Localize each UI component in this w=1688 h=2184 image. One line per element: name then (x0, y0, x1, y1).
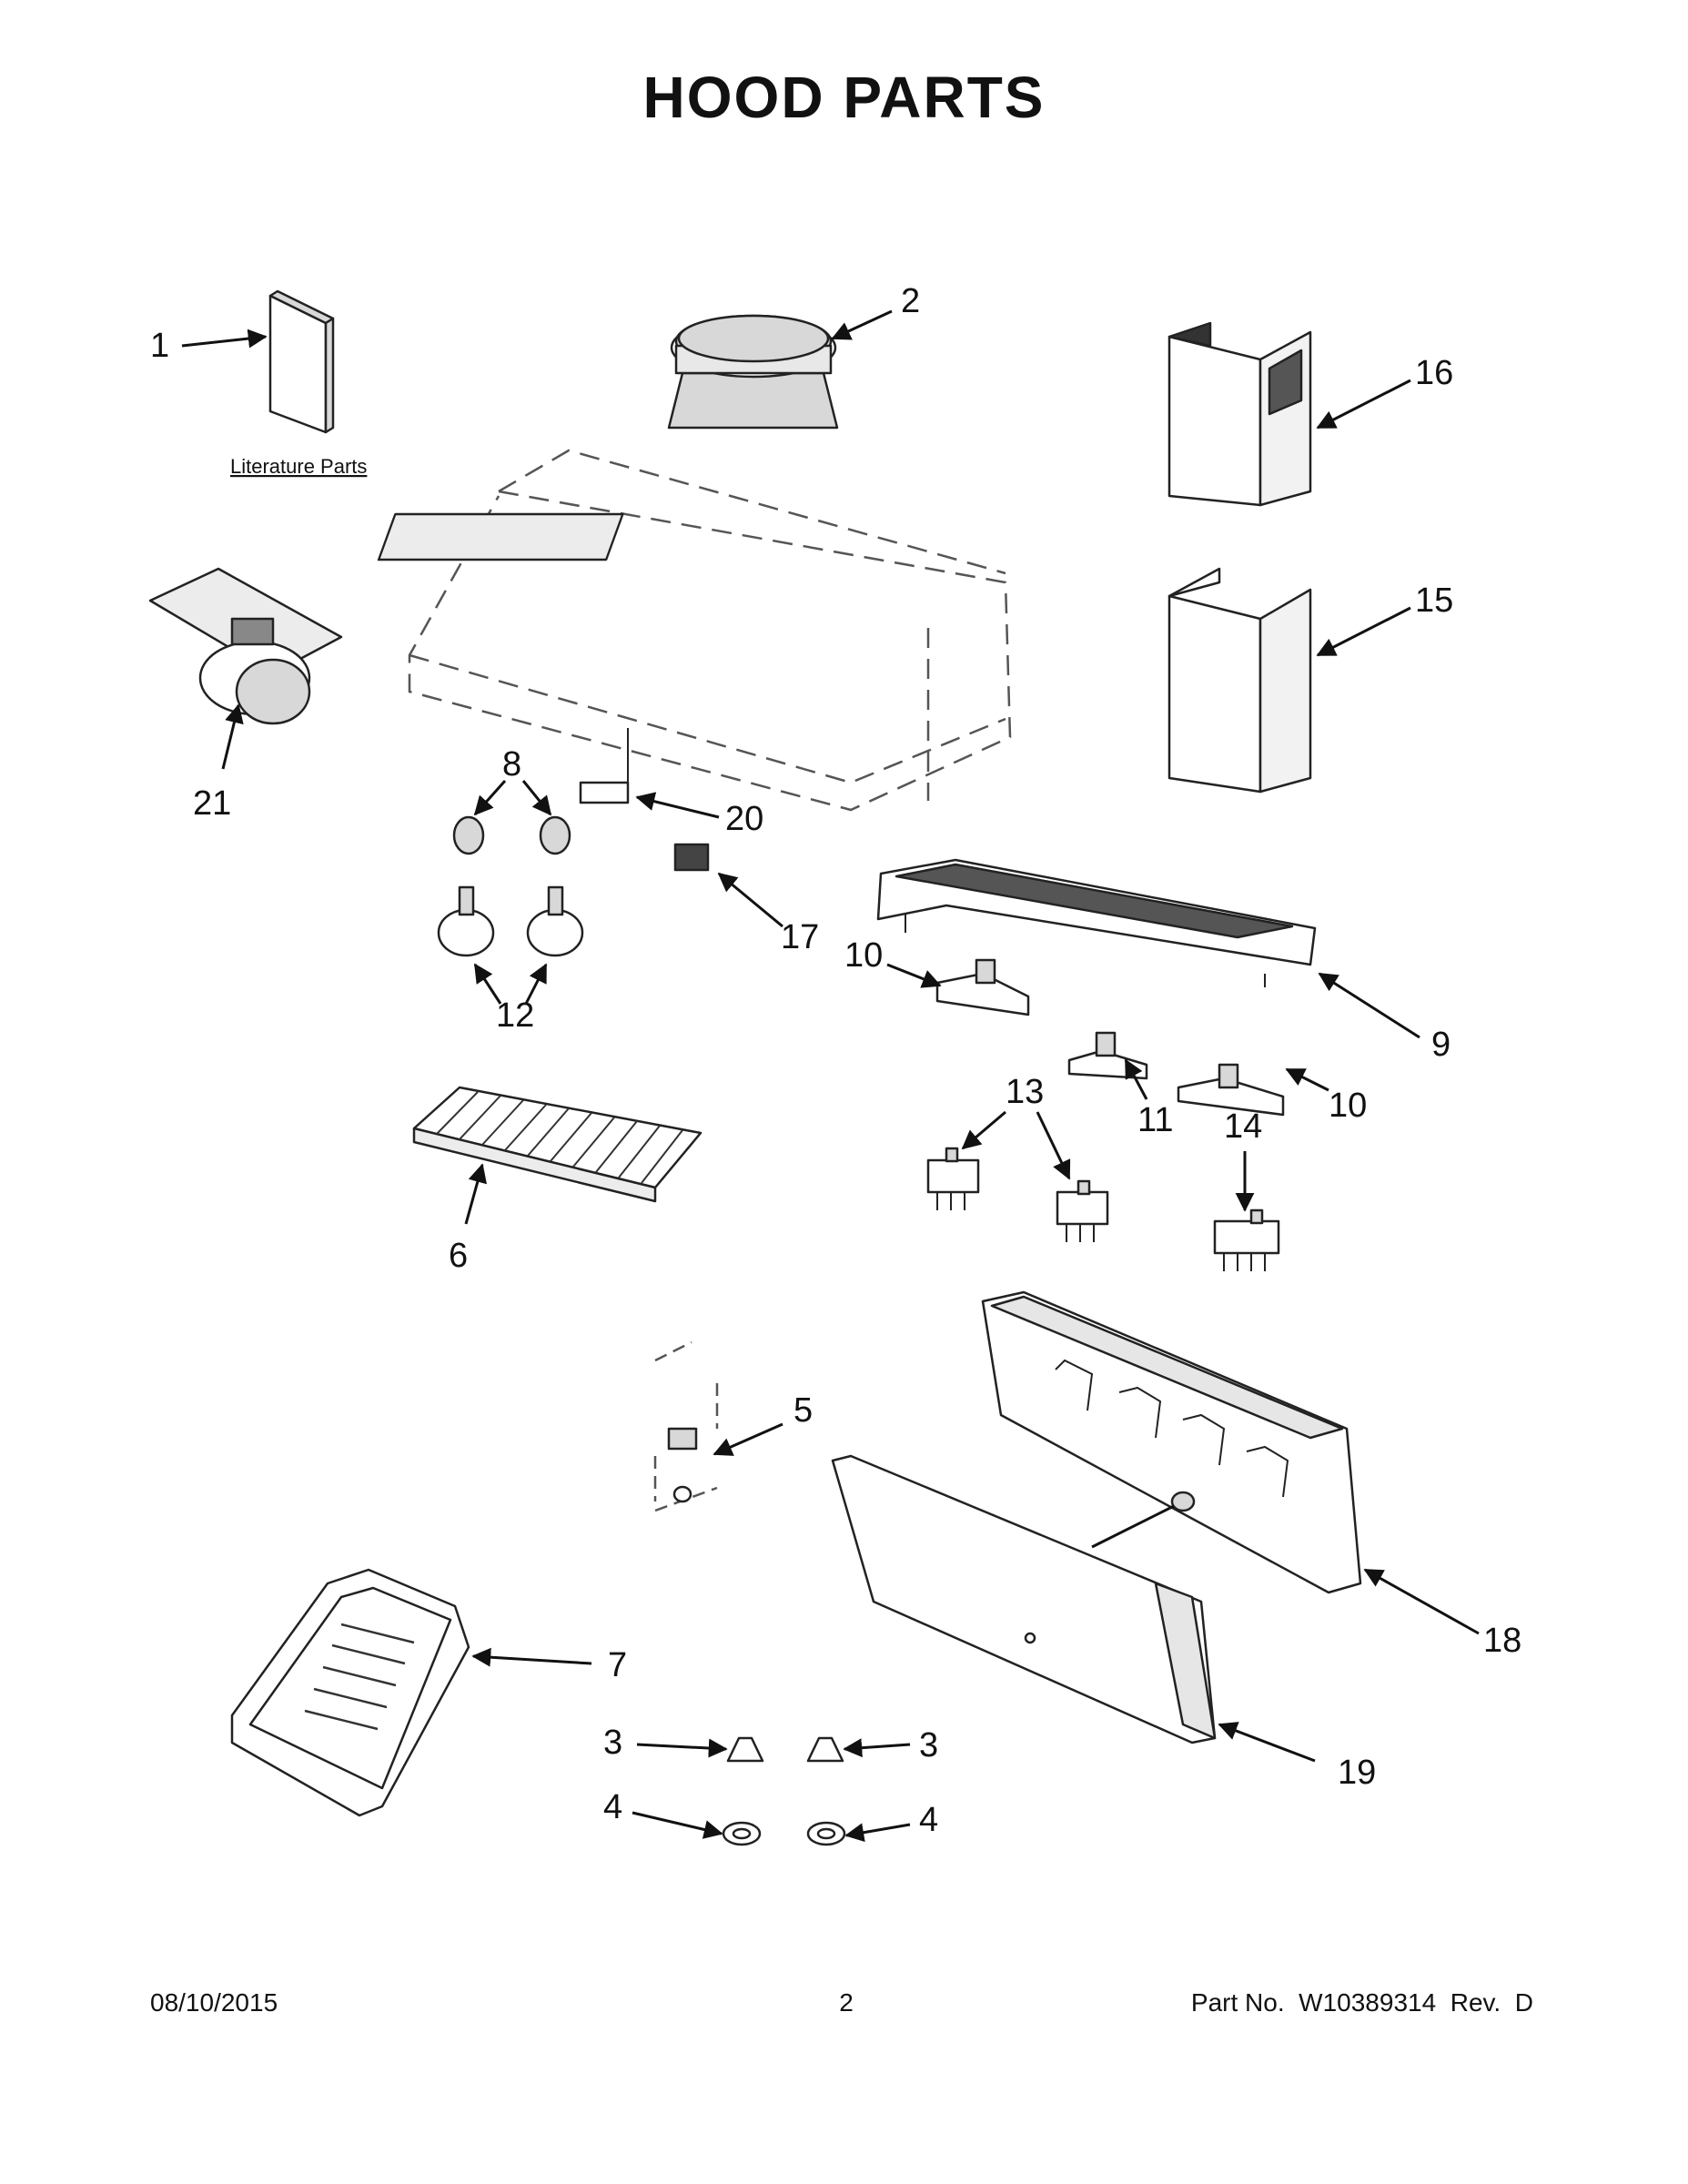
callout-21: 21 (193, 784, 231, 823)
slide-switch-left (926, 1147, 980, 1210)
callout-7: 7 (608, 1646, 627, 1684)
grease-filter-part (412, 1086, 702, 1203)
callout-1: 1 (150, 327, 169, 365)
control-panel-frame-part (981, 1290, 1362, 1594)
control-button-middle (1067, 1031, 1148, 1080)
control-housing-part (876, 858, 1317, 987)
literature-parts-label: Literature Parts (230, 455, 367, 478)
literature-booklet-part (268, 289, 335, 434)
callout-19: 19 (1338, 1754, 1376, 1792)
callout-10-right: 10 (1329, 1087, 1367, 1125)
callout-18: 18 (1483, 1622, 1521, 1660)
halogen-bulb-right (539, 815, 571, 855)
light-lens-part (579, 781, 630, 804)
callout-15: 15 (1415, 581, 1453, 620)
callout-6: 6 (449, 1237, 468, 1275)
lamp-socket-right (526, 885, 584, 957)
lamp-socket-left (437, 885, 495, 957)
blower-motor-part (148, 567, 343, 725)
cleaning-pad-part (230, 1568, 470, 1817)
control-panel-part (831, 1454, 1217, 1744)
washer-left (722, 1821, 762, 1846)
control-button-right (1177, 1063, 1285, 1117)
upper-duct-cover-part (1167, 321, 1312, 507)
lower-duct-cover-part (1167, 567, 1312, 794)
footer-page-number: 2 (839, 1988, 854, 2017)
callout-8: 8 (502, 745, 521, 784)
hood-body-outline (377, 449, 1012, 812)
washer-right (806, 1821, 846, 1846)
callout-2: 2 (901, 282, 920, 320)
callout-13: 13 (1006, 1073, 1044, 1111)
mounting-foot-left (726, 1736, 764, 1763)
callout-17: 17 (781, 918, 819, 956)
callout-11: 11 (1137, 1101, 1173, 1139)
callout-12: 12 (496, 996, 534, 1035)
callout-numbers: 1 2 16 15 21 8 20 17 12 10 9 11 10 13 14… (150, 282, 1521, 1839)
mounting-foot-right (806, 1736, 844, 1763)
leader-arrows (181, 309, 1480, 1843)
callout-4-right: 4 (919, 1801, 938, 1839)
callout-10-left: 10 (844, 936, 883, 975)
callout-4-left: 4 (603, 1788, 622, 1826)
callout-16: 16 (1415, 354, 1453, 392)
blower-cover-part (667, 314, 839, 430)
callout-5: 5 (793, 1391, 813, 1430)
halogen-bulb-left (452, 815, 485, 855)
rocker-switch-part (673, 843, 710, 872)
callout-14: 14 (1224, 1107, 1262, 1146)
footer-date: 08/10/2015 (150, 1988, 278, 2017)
lamp-socket-part (653, 1340, 719, 1512)
callout-3-left: 3 (603, 1724, 622, 1762)
callout-9: 9 (1431, 1026, 1450, 1064)
control-button-left (935, 958, 1030, 1016)
page-title: HOOD PARTS (642, 65, 1046, 130)
callout-3-right: 3 (919, 1726, 938, 1764)
slide-switch-middle (1056, 1179, 1109, 1242)
callout-20: 20 (725, 800, 763, 838)
footer-part-number: Part No. W10389314 Rev. D (1190, 1988, 1533, 2017)
slide-switch-right (1213, 1208, 1280, 1271)
